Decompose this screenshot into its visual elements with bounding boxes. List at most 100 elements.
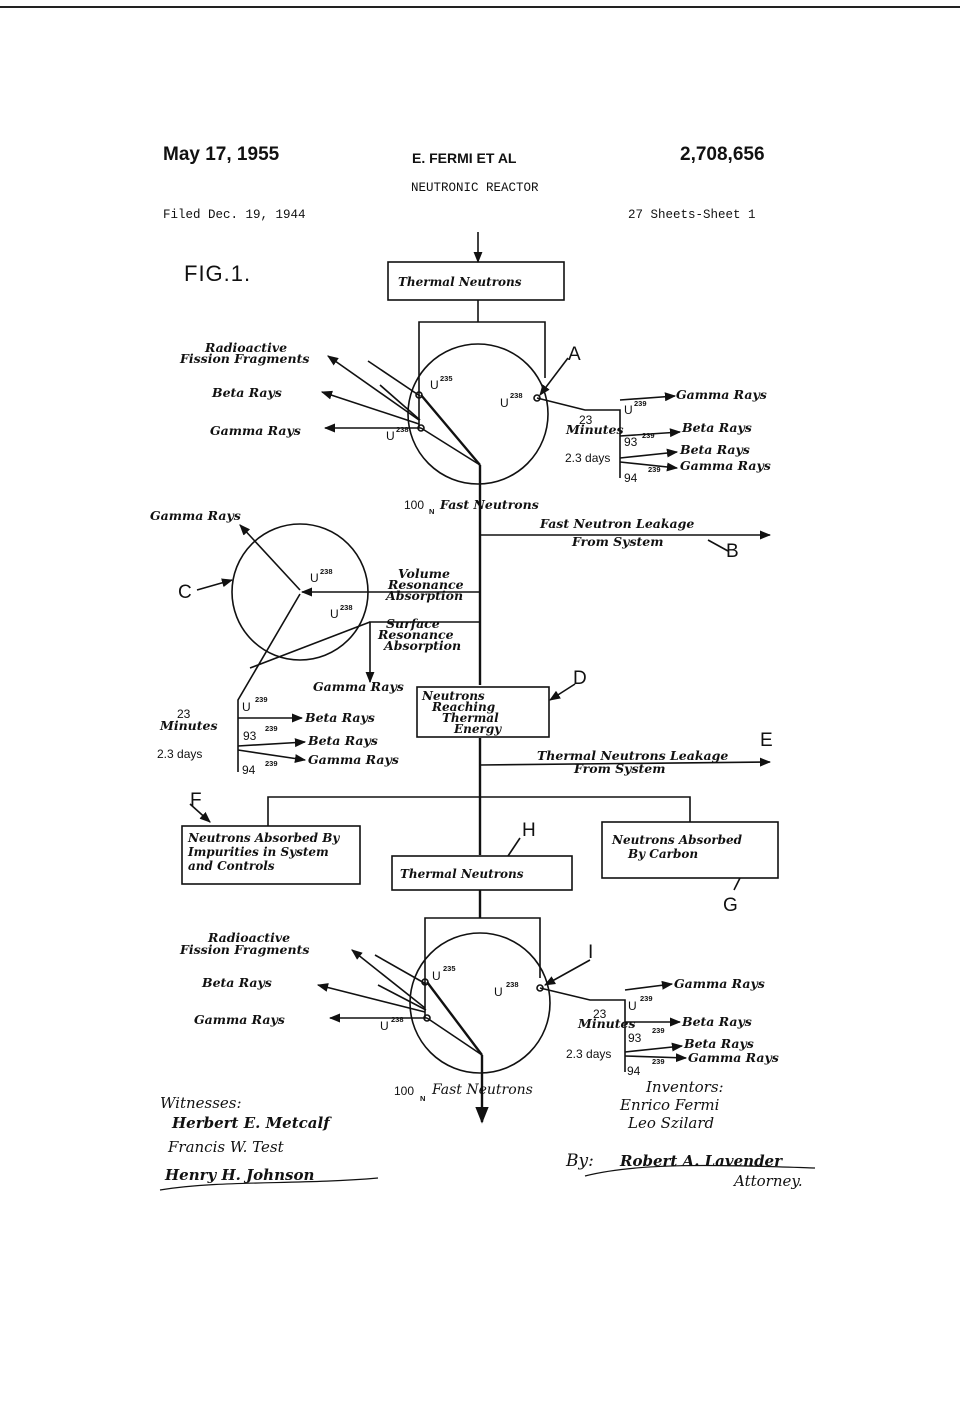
attorney-flourish [584, 1164, 816, 1177]
bot-el94: 94 [627, 1064, 641, 1078]
bottom-inner-line-2 [426, 1017, 483, 1056]
patent-number: 2,708,656 [680, 144, 765, 165]
bottom-fission-line [426, 981, 483, 1056]
witness-1: Herbert E. Metcalf [171, 1114, 332, 1132]
bot-gamma-label: Gamma Rays [194, 1012, 285, 1027]
box-thermal-mid [391, 855, 573, 891]
res-surf-3: Absorption [383, 638, 461, 653]
top-minutes-1: 23 [579, 413, 593, 427]
res-minutes-2: Minutes [159, 718, 218, 733]
res-el94: 94 [242, 763, 256, 777]
res-vol-2: Resonance [387, 577, 464, 592]
by-label: By: [565, 1151, 594, 1171]
bot-fast-prefix: 100 [394, 1084, 414, 1098]
top-gamma-right-arrow [619, 392, 677, 402]
bot-u238a-sup: 238 [391, 1015, 404, 1024]
patent-date: May 17, 1955 [163, 144, 280, 165]
reaching-2: Reaching [431, 700, 495, 714]
witness-2: Francis W. Test [167, 1138, 285, 1156]
figure-label: FIG.1. [184, 261, 251, 286]
pointer-d [549, 683, 576, 701]
inventor-heading: E. FERMI ET AL [412, 150, 517, 166]
pointer-b [707, 539, 729, 552]
bot-u235-sup: 235 [443, 964, 456, 973]
bot-gamma-right-label: Gamma Rays [674, 976, 765, 991]
top-inner-line-2 [420, 427, 481, 466]
bottom-beta-right2-arrow [624, 1042, 684, 1053]
top-u235: U [430, 378, 439, 392]
pointer-g [733, 877, 741, 891]
sheet-count: 27 Sheets-Sheet 1 [628, 208, 756, 222]
top-u239: U [624, 403, 633, 417]
top-beta-right2-label: Beta Rays [679, 442, 750, 457]
label-a: A [568, 344, 581, 365]
top-u238a-sup: 238 [396, 425, 409, 434]
bot-u238b-sup: 238 [506, 980, 519, 989]
patent-title: NEUTRONIC REACTOR [411, 181, 539, 195]
bot-radioactive-2: Fission Fragments [179, 942, 309, 957]
res-gamma-down: Gamma Rays [313, 679, 404, 694]
carbon-2: By Carbon [627, 847, 698, 861]
bot-fast-sub: N [420, 1094, 425, 1103]
bottom-gamma-right-arrow [624, 980, 674, 991]
top-u238a: U [386, 429, 395, 443]
thermal-leak-1: Thermal Neutrons Leakage [537, 748, 728, 763]
inventor-2: Leo Szilard [627, 1114, 714, 1132]
top-bracket [418, 321, 546, 395]
top-fission-line [420, 394, 481, 466]
res-gamma-label: Gamma Rays [150, 508, 241, 523]
top-gamma-label: Gamma Rays [210, 423, 301, 438]
top-reactor-circle [407, 343, 549, 485]
box-impurities [181, 825, 361, 885]
res-el93-sup: 239 [265, 724, 278, 733]
top-el94-sup: 239 [648, 465, 661, 474]
res-days: 2.3 days [157, 747, 202, 761]
bot-beta-label: Beta Rays [201, 975, 272, 990]
attorney-label: Attorney. [732, 1172, 803, 1190]
bot-u239: U [628, 999, 637, 1013]
reaching-4: Energy [453, 722, 502, 736]
res-surf-2: Resonance [377, 627, 454, 642]
bottom-aux-line [374, 954, 427, 985]
pointer-h [507, 837, 521, 857]
fast-leak-2: From System [571, 534, 663, 549]
top-u235-sup: 235 [440, 374, 453, 383]
label-d: D [573, 668, 587, 689]
bot-minutes-2: Minutes [577, 1016, 636, 1031]
top-chain [536, 397, 621, 478]
fast-top-prefix: 100 [404, 498, 424, 512]
pointer-c [196, 578, 234, 591]
top-u238b: U [500, 396, 509, 410]
res-el93: 93 [243, 729, 257, 743]
top-aux-line [367, 360, 421, 397]
bot-beta-right2-label: Beta Rays [683, 1036, 754, 1051]
box-reaching-thermal [416, 686, 550, 738]
top-u238b-sup: 238 [510, 391, 523, 400]
res-beta2-arrow [237, 738, 307, 748]
res-vol-3: Absorption [385, 588, 463, 603]
carbon-1: Neutrons Absorbed [611, 833, 743, 847]
res-u239: U [242, 700, 251, 714]
label-c: C [178, 582, 192, 603]
pointer-a [539, 357, 569, 396]
inventors-label: Inventors: [645, 1078, 724, 1096]
res-gamma2-arrow [237, 749, 307, 763]
bot-gamma-right2-label: Gamma Rays [688, 1050, 779, 1065]
bot-u238a: U [380, 1019, 389, 1033]
res-el94-sup: 239 [265, 759, 278, 768]
witness-3: Henry H. Johnson [164, 1166, 314, 1184]
pointer-i [544, 959, 591, 986]
thermal-leak-arrow [479, 757, 772, 767]
box-thermal-top-label: Thermal Neutrons [398, 275, 522, 289]
top-minutes-2: Minutes [565, 422, 624, 437]
top-radioactive-2: Fission Fragments [179, 351, 309, 366]
witnesses-label: Witnesses: [160, 1094, 242, 1112]
res-u238b: U [330, 607, 339, 621]
top-beta-right-label: Beta Rays [681, 420, 752, 435]
res-surf-1: Surface [386, 616, 440, 631]
top-el93-sup: 239 [642, 431, 655, 440]
top-gamma-right2-label: Gamma Rays [680, 458, 771, 473]
top-aux-line-2 [379, 384, 421, 421]
resonance-chain [237, 593, 301, 772]
